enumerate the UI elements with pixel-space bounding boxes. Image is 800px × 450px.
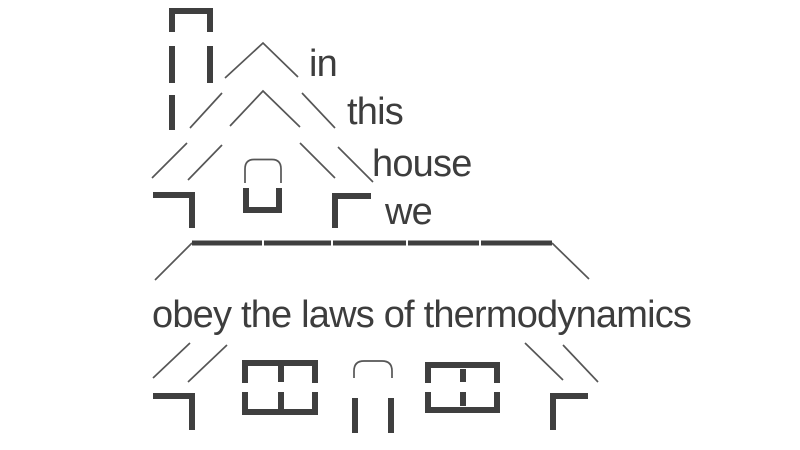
caption-thermodynamics: obey the laws of thermodynamics — [152, 294, 692, 336]
word-in: in — [309, 43, 338, 85]
lower-roof-diagonals — [152, 342, 599, 383]
roof-layer-2 — [189, 89, 336, 129]
window-left-icon — [242, 360, 318, 415]
word-house: house — [372, 143, 472, 185]
front-door-icon — [352, 360, 394, 433]
window-right-icon — [425, 362, 500, 413]
chimney-icon — [169, 8, 213, 130]
word-this: this — [347, 91, 404, 133]
roof-layer-3 — [151, 142, 374, 183]
beam-eaves — [154, 242, 590, 281]
upper-wall-corners — [153, 192, 371, 228]
lower-wall-corners — [153, 393, 588, 430]
word-we: we — [385, 191, 433, 233]
roof-peak-icon — [224, 41, 299, 79]
attic-door-icon — [243, 158, 282, 213]
